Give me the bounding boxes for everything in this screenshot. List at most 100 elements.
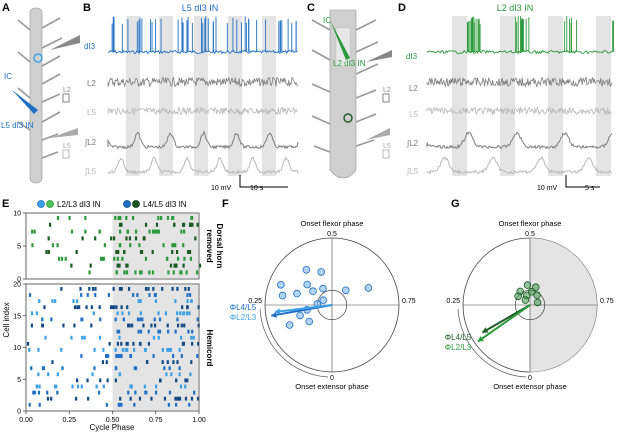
polar-tick-label: 0.5 <box>327 231 337 238</box>
raster-mark <box>188 250 192 254</box>
raster-mark <box>56 243 59 248</box>
x-tick-label: 1.00 <box>192 417 206 424</box>
electrode-label-l5-c: L5 <box>383 143 391 150</box>
raster-mark <box>157 329 160 334</box>
raster-mark <box>160 216 163 220</box>
raster-mark <box>28 348 31 352</box>
raster-mark <box>157 311 160 316</box>
ic-label-a: IC <box>4 72 12 81</box>
raster-mark <box>113 305 116 310</box>
electrode-ic-a <box>12 90 38 114</box>
raster-mark <box>76 378 79 383</box>
raster-mark <box>175 250 179 254</box>
raster-mark <box>91 287 95 291</box>
raster-mark <box>90 323 93 328</box>
polar-tick-label: 0.75 <box>402 298 416 305</box>
raster-mark <box>31 243 34 248</box>
raster-mark <box>148 293 151 297</box>
raster-mark <box>99 317 102 322</box>
raster-mark <box>35 384 38 389</box>
amplifier-icon-a2 <box>62 149 70 159</box>
raster-mark <box>132 293 135 297</box>
raster-mark <box>76 299 79 303</box>
polar-arrowhead <box>274 308 281 315</box>
raster-mark <box>181 341 185 346</box>
raster-mark <box>126 341 129 346</box>
raster-mark <box>180 270 183 275</box>
phase-shade-band <box>126 16 140 176</box>
electrode-ic-c <box>330 20 350 60</box>
trace-int-l2 <box>426 131 613 150</box>
amplifier-icon-a1 <box>62 93 70 103</box>
y-tick-label: 15 <box>13 313 21 320</box>
raster-mark <box>153 323 157 328</box>
x-tick-label: 0.25 <box>62 417 76 424</box>
scale-mv-d: 10 mV <box>537 185 558 192</box>
raster-mark <box>123 270 126 275</box>
raster-mark <box>166 256 169 261</box>
trace-label-int-l5-b: ∫L5 <box>84 167 97 176</box>
polar-point <box>521 296 530 304</box>
raster-mark <box>30 311 34 316</box>
raster-mark <box>168 390 172 395</box>
phase-shade-band <box>596 16 611 176</box>
raster-mark <box>117 250 120 254</box>
raster-mark <box>126 348 129 352</box>
electrode-label-l5-a: L5 <box>63 143 71 150</box>
raster-mark <box>188 293 192 297</box>
polar-mean-arrow <box>477 304 531 343</box>
raster-mark <box>43 305 46 310</box>
raster-mark <box>102 348 105 352</box>
raster-mark <box>127 390 130 395</box>
phase-shade-band <box>159 16 173 176</box>
raster-mark <box>116 329 119 334</box>
polar-point <box>533 298 542 307</box>
raster-mark <box>26 341 30 346</box>
raster-mark <box>93 366 96 371</box>
raster-mark <box>163 396 167 401</box>
polar-arrowhead <box>482 327 489 333</box>
raster-mark <box>181 305 184 310</box>
raster-mark <box>33 390 36 395</box>
polar-point <box>341 286 350 295</box>
x-tick-label: 0.00 <box>19 417 33 424</box>
raster-mark <box>102 384 105 389</box>
raster-mark <box>70 229 74 234</box>
panel-label-c: C <box>307 2 315 14</box>
raster-mark <box>151 229 155 234</box>
raster-mark <box>132 216 135 220</box>
raster-mark <box>128 323 131 328</box>
raster-mark <box>174 329 177 334</box>
raster-mark <box>109 305 113 310</box>
raster-mark <box>170 372 173 377</box>
trace-l5 <box>107 106 298 116</box>
raster-mark <box>182 243 185 248</box>
raster-mark <box>176 360 179 364</box>
raster-mark <box>180 323 183 328</box>
raster-mark <box>118 402 121 407</box>
polar-top-label: Onset flexor phase <box>301 219 364 228</box>
raster-mark <box>73 305 77 310</box>
raster-mark <box>161 348 164 352</box>
raster-mark <box>102 256 105 261</box>
raster-mark <box>195 270 199 275</box>
polar-tick-label: 0 <box>528 375 532 382</box>
raster-mark <box>166 348 169 352</box>
panel-label-e: E <box>2 198 9 210</box>
neuron-icon-a <box>33 53 43 63</box>
cell-label-a: L5 dI3 IN <box>1 121 34 130</box>
raster-mark <box>133 348 136 352</box>
raster-mark <box>174 299 177 303</box>
raster-mark <box>60 348 63 352</box>
raster-mark <box>105 402 108 407</box>
raster-mark <box>175 402 178 407</box>
raster-mark <box>143 236 146 241</box>
raster-mark <box>150 396 153 401</box>
raster-mark <box>101 360 105 364</box>
raster-ylabel: Cell index <box>2 302 11 337</box>
polar-point <box>293 289 301 298</box>
raster-top-marks <box>31 216 202 275</box>
raster-mark <box>171 250 174 254</box>
raster-mark <box>117 354 121 358</box>
raster-mark <box>176 323 180 328</box>
